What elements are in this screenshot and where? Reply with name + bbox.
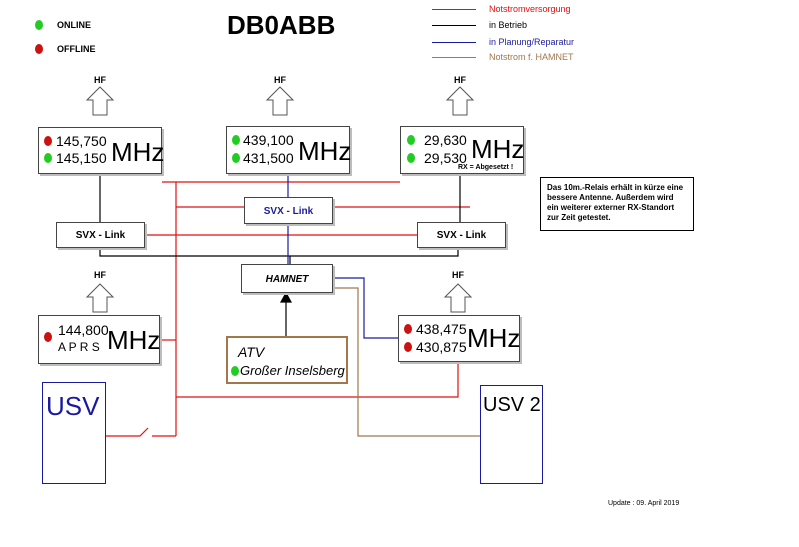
usv-2-label: USV 2: [483, 394, 541, 416]
svx-link-left: SVX - Link: [56, 222, 145, 248]
status-online-icon: [231, 366, 239, 376]
usv-1-label: USV: [46, 391, 100, 421]
hf-arrows: [85, 86, 475, 313]
legend-line-black: [432, 25, 476, 26]
frequency-2: 431,500: [243, 150, 294, 166]
status-offline-icon: [404, 342, 412, 352]
mhz-label: MHz: [298, 136, 352, 166]
info-note: Das 10m.-Relais erhält in kürze eine bes…: [540, 177, 694, 231]
frequency-1: 144,800: [58, 322, 109, 338]
hamnet-box: HAMNET: [241, 264, 333, 293]
legend-line-brown: [432, 57, 476, 58]
legend-hamnet-power: Notstrom f. HAMNET: [489, 52, 574, 62]
in-operation-lines: [99, 174, 461, 336]
repeater-70cm-2-box: 438,475 430,875 MHz: [398, 315, 520, 362]
status-online-icon: [407, 135, 415, 145]
status-offline-icon: [404, 324, 412, 334]
hamnet-power-lines: [333, 287, 480, 437]
hf-label-70cm-2: HF: [452, 270, 464, 280]
mhz-label: MHz: [471, 134, 525, 164]
legend-emergency-power: Notstromversorgung: [489, 4, 571, 14]
info-note-text: Das 10m.-Relais erhält in kürze eine bes…: [547, 183, 684, 222]
online-indicator-icon: [35, 20, 43, 30]
mhz-label: MHz: [107, 325, 161, 355]
mhz-label: MHz: [467, 323, 521, 353]
aprs-label: A P R S: [58, 340, 100, 354]
frequency-1: 29,630: [424, 132, 467, 148]
mhz-label: MHz: [111, 137, 165, 167]
legend-in-operation: in Betrieb: [489, 20, 528, 30]
atv-title: ATV: [238, 344, 265, 360]
svx-link-top: SVX - Link: [244, 197, 333, 224]
offline-indicator-icon: [35, 44, 43, 54]
hf-label-2m: HF: [94, 75, 106, 85]
emergency-power-lines: [106, 181, 470, 437]
status-offline-icon: [44, 332, 52, 342]
svx-link-right: SVX - Link: [417, 222, 506, 248]
usv-1-box: USV: [42, 382, 106, 484]
repeater-70cm-box: 439,100 431,500 MHz: [226, 126, 352, 174]
hf-label-aprs: HF: [94, 270, 106, 280]
status-online-icon: [232, 135, 240, 145]
legend-online-label: ONLINE: [57, 20, 92, 30]
atv-site: Großer Inselsberg: [240, 363, 345, 378]
repeater-10m-box: 29,630 29,530 MHz RX = Abgesetzt !: [400, 126, 524, 174]
status-online-icon: [407, 153, 415, 163]
page-title: DB0ABB: [227, 10, 336, 40]
hf-label-70cm: HF: [274, 75, 286, 85]
frequency-1: 438,475: [416, 321, 467, 337]
frequency-1: 145,750: [56, 133, 107, 149]
repeater-aprs-box: 144,800 A P R S MHz: [38, 315, 160, 364]
atv-box: ATV Großer Inselsberg: [226, 336, 348, 384]
frequency-2: 430,875: [416, 339, 467, 355]
status-online-icon: [44, 153, 52, 163]
frequency-1: 439,100: [243, 132, 294, 148]
frequency-2: 29,530: [424, 150, 467, 166]
hf-label-10m: HF: [454, 75, 466, 85]
update-text: Update : 09. April 2019: [608, 500, 680, 507]
repeater-2m-box: 145,750 145,150 MHz: [38, 127, 165, 174]
legend-offline-label: OFFLINE: [57, 44, 96, 54]
legend-line-red: [432, 9, 476, 10]
frequency-2: 145,150: [56, 150, 107, 166]
status-online-icon: [232, 153, 240, 163]
status-offline-icon: [44, 136, 52, 146]
usv-2-box: USV 2: [480, 385, 543, 484]
planning-lines: [287, 174, 398, 339]
legend-line-blue: [432, 42, 476, 43]
rx-note: RX = Abgesetzt !: [458, 164, 514, 171]
legend-planning: in Planung/Reparatur: [489, 37, 575, 47]
